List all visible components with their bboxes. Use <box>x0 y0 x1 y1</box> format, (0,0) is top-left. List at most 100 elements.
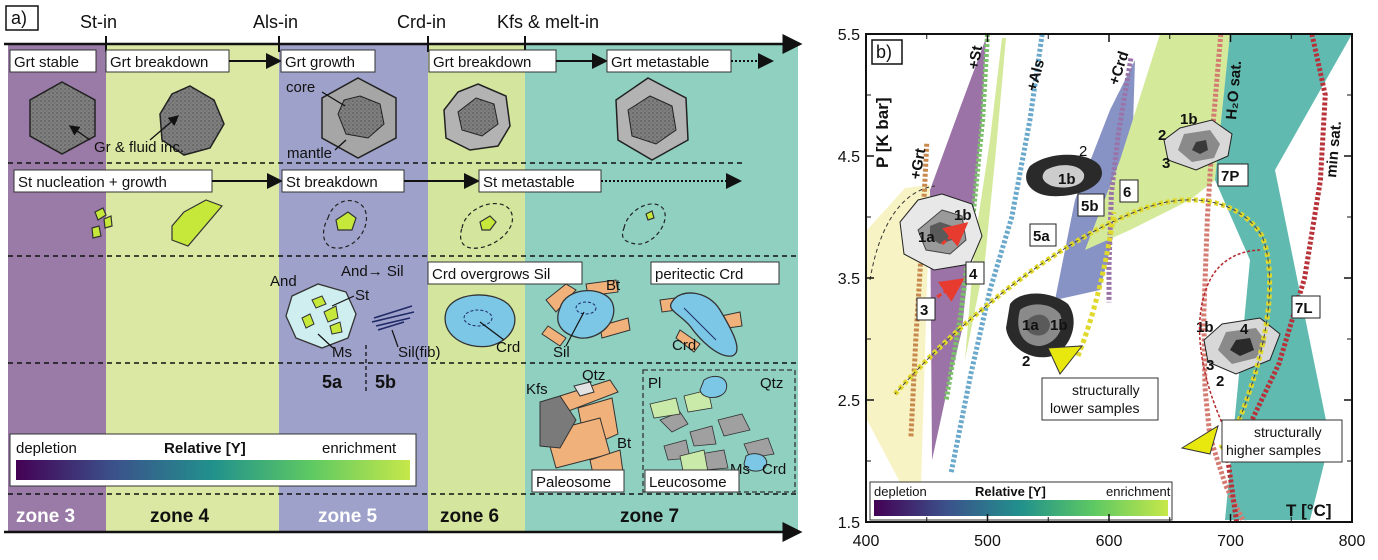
g5-3: 3 <box>1206 357 1214 374</box>
zone-5-label: zone 5 <box>318 506 378 527</box>
mantle-label: mantle <box>287 145 332 162</box>
g4-2: 2 <box>1158 127 1166 144</box>
zone-3-label: zone 3 <box>16 506 75 527</box>
g3-1b: 1b <box>1050 317 1068 334</box>
field-6-label: 6 <box>1123 184 1131 201</box>
grt-growth-label: Grt growth <box>285 54 355 71</box>
g4-3: 3 <box>1162 155 1170 172</box>
x-tick-label-2: 600 <box>1096 533 1123 550</box>
panel-b: 1a 1b 1b 2 1a 1b 2 1b <box>838 27 1366 550</box>
field-7p-label: 7P <box>1221 168 1239 185</box>
zone-7-label: zone 7 <box>620 506 679 527</box>
sil-fib-label: Sil(fib) <box>398 344 441 361</box>
leucosome-icon <box>649 375 775 477</box>
panel-b-label: b) <box>876 42 892 62</box>
ms-label: Ms <box>332 344 352 361</box>
y-tick-label-4: 5.5 <box>838 27 860 44</box>
biotite-sillimanite-cordierite-icon <box>541 279 631 347</box>
reaction-curve-2 <box>943 34 990 401</box>
callout-lower-text-line2: lower samples <box>1050 400 1139 416</box>
callout-lower: structurally lower samples <box>1050 382 1140 416</box>
x-tick-label-4: 800 <box>1339 533 1366 550</box>
y-axis-label: P [K bar] <box>873 97 892 168</box>
garnet-stable-icon <box>29 81 96 155</box>
st-nucleation-label: St nucleation + growth <box>18 174 167 191</box>
colorbar-a-title: Relative [Y] <box>164 440 246 457</box>
y-tick-label-1: 2.5 <box>838 393 860 410</box>
peritectic-crd-label: peritectic Crd <box>655 266 743 283</box>
garnet-g4 <box>1163 119 1233 171</box>
crd-label-2: Crd <box>672 337 696 354</box>
pl-label: Pl <box>648 375 661 392</box>
label-h2o-sat: H₂O sat. <box>1223 60 1245 120</box>
label-plus-st: +St <box>965 44 986 70</box>
x-axis-label: T [°C] <box>1286 501 1332 520</box>
grt-breakdown-label-1: Grt breakdown <box>110 54 208 71</box>
grt-breakdown-label-2: Grt breakdown <box>433 54 531 71</box>
boundary-crd-in: Crd-in <box>397 12 446 32</box>
g2-1b: 1b <box>1058 171 1076 188</box>
g5-2: 2 <box>1216 373 1224 390</box>
crd-overgrows-sil-label: Crd overgrows Sil <box>432 266 550 283</box>
colorbar-b-title: Relative [Y] <box>975 484 1046 499</box>
grt-stable-label: Grt stable <box>14 54 79 71</box>
g1-1b: 1b <box>954 207 972 224</box>
garnet-g2 <box>1026 154 1102 197</box>
field-4-label: 4 <box>969 266 978 283</box>
g5-4: 4 <box>1240 321 1249 338</box>
x-tick-label-1: 500 <box>974 533 1001 550</box>
x-tick-label-3: 700 <box>1217 533 1244 550</box>
bt-label-1: Bt <box>606 277 621 294</box>
colorbar-a-high: enrichment <box>322 440 397 457</box>
zone-5a-label: 5a <box>322 372 343 392</box>
y-tick-label-0: 1.5 <box>838 515 860 532</box>
zone-4-label: zone 4 <box>150 506 210 527</box>
crd-label-3: Crd <box>762 461 786 478</box>
bt-label-2: Bt <box>617 435 632 452</box>
field-3-yellow <box>867 185 930 520</box>
peritectic-cordierite-icon <box>659 292 743 357</box>
reaction-curve-4 <box>1106 57 1134 303</box>
reaction-curve-3 <box>948 34 1045 474</box>
reaction-curve-1 <box>908 143 930 437</box>
field-5a-label: 5a <box>1033 228 1050 245</box>
reaction-curve-6 <box>1225 34 1328 522</box>
garnet-breakdown-icon <box>159 85 225 156</box>
garnet-g3 <box>1006 293 1074 358</box>
colorbar-b-low: depletion <box>874 484 927 499</box>
paleosome-icon <box>539 379 625 489</box>
andalusite-grain-icon <box>285 283 357 349</box>
boundary-als-in: Als-in <box>253 12 298 32</box>
cordierite-overgrowth-icon <box>444 294 516 348</box>
gr-fluid-inc-label: Gr & fluid inc. <box>94 139 184 156</box>
colorbar-b-high: enrichment <box>1106 484 1171 499</box>
g3-1a: 1a <box>1022 317 1039 334</box>
boundary-st-in: St-in <box>80 12 117 32</box>
zone-5b-label: 5b <box>375 372 396 392</box>
grt-metastable-label: Grt metastable <box>611 54 709 71</box>
qtz-label-1: Qtz <box>582 367 605 384</box>
leucosome-label: Leucosome <box>649 474 727 491</box>
g2-2: 2 <box>1079 143 1087 160</box>
staurolite-icons <box>91 199 655 247</box>
field-7l-label: 7L <box>1295 300 1313 317</box>
colorbar-a <box>16 460 410 480</box>
colorbar-a-low: depletion <box>16 440 77 457</box>
colorbar-b <box>874 500 1168 516</box>
field-3-label: 3 <box>920 302 928 319</box>
label-plus-grt: +Grt <box>907 147 929 181</box>
callout-higher-text: structurally <box>1254 424 1322 440</box>
callout-lower-text: structurally <box>1072 382 1140 398</box>
core-label: core <box>286 79 315 96</box>
y-tick-label-2: 3.5 <box>838 271 860 288</box>
kfs-label: Kfs <box>526 381 548 398</box>
sillimanite-fibrolite-icon <box>371 305 415 331</box>
panel-a-label: a) <box>11 8 27 28</box>
g3-2: 2 <box>1022 353 1030 370</box>
boundary-kfs-melt-in: Kfs & melt-in <box>497 12 599 32</box>
paleosome-label: Paleosome <box>536 474 611 491</box>
qtz-label-2: Qtz <box>760 375 783 392</box>
panel-a: a) St-in Als-in Crd-in Kfs & melt-in Grt… <box>4 5 803 542</box>
